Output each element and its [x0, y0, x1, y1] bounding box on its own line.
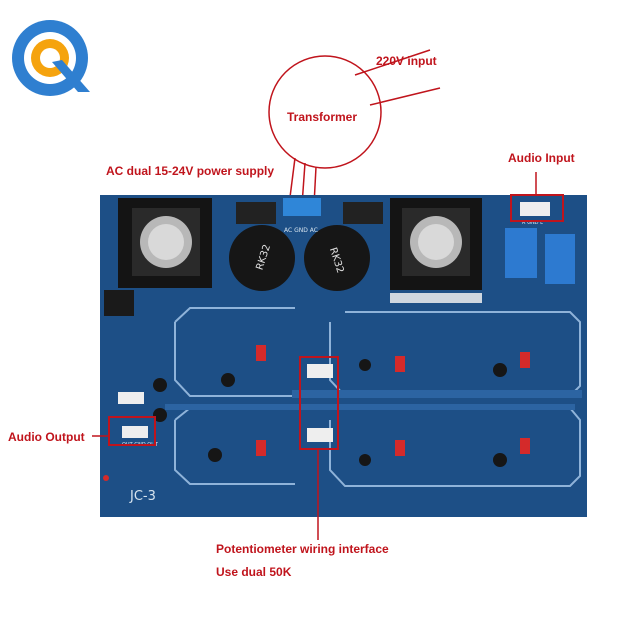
audio-output-box: [108, 416, 156, 446]
potentiometer-label: Potentiometer wiring interface: [216, 542, 389, 556]
transformer-label: Transformer: [287, 110, 358, 124]
potentiometer-box: [299, 356, 339, 450]
pcb-board: [100, 195, 587, 517]
audio-input-box: [510, 194, 564, 222]
brand-logo: [12, 20, 90, 96]
audio-input-label: Audio Input: [508, 151, 575, 165]
potentiometer-note: Use dual 50K: [216, 565, 292, 579]
input-pins-label: R GND L: [522, 220, 543, 226]
terminal-pins-label: AC GND AC: [284, 227, 318, 234]
transformer-symbol: [268, 55, 382, 169]
board-name-label: JC-3: [129, 489, 156, 504]
audio-output-label: Audio Output: [8, 430, 85, 444]
ac-supply-label: AC dual 15-24V power supply: [106, 164, 275, 178]
input-220v-label: 220V input: [376, 54, 437, 68]
